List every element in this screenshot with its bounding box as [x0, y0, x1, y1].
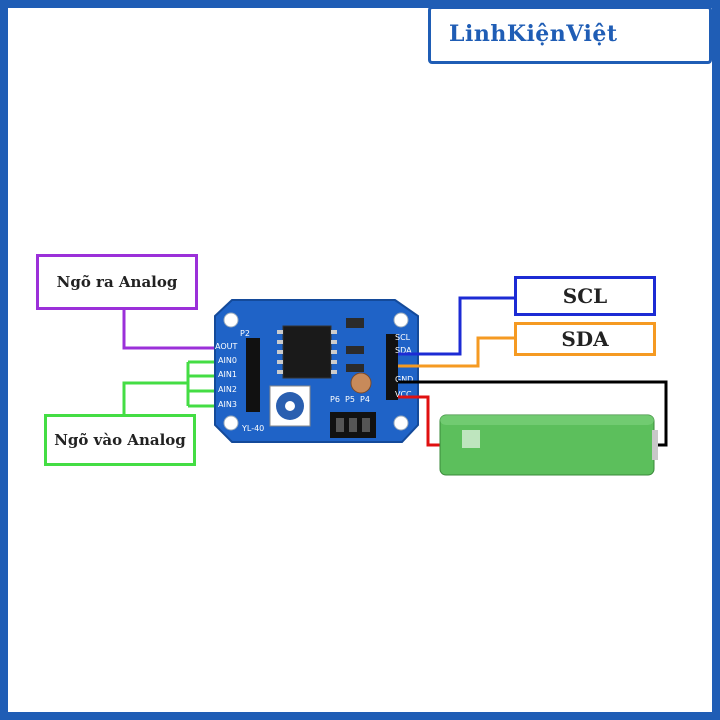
- header-p5-label: P5: [345, 395, 355, 404]
- pin-ain3-label: AIN3: [218, 400, 237, 409]
- pin-ain1-label: AIN1: [218, 370, 237, 379]
- sda-label: SDA: [514, 322, 656, 356]
- analog-out-label: Ngõ ra Analog: [36, 254, 198, 310]
- battery-18650: [440, 415, 658, 475]
- analog-in-wire: [124, 383, 188, 414]
- board-model-label: YL-40: [241, 424, 264, 433]
- pin-ain0-label: AIN0: [218, 356, 237, 365]
- header-p2-label: P2: [240, 329, 250, 338]
- header-p6-label: P6: [330, 395, 340, 404]
- scl-label: SCL: [514, 276, 656, 316]
- pin-scl-label: SCL: [395, 333, 411, 342]
- header-p4-label: P4: [360, 395, 370, 404]
- analog-in-label: Ngõ vào Analog: [44, 414, 196, 466]
- pin-ain2-label: AIN2: [218, 385, 237, 394]
- pin-aout-label: AOUT: [215, 342, 237, 351]
- pcf8591-board: [215, 300, 418, 442]
